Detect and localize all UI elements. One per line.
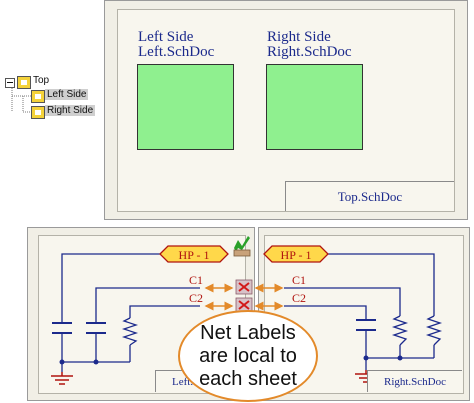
left-block-title: Left Side (138, 29, 194, 45)
right-net-label-c2: C2 (292, 291, 306, 305)
right-port-label: HP - 1 (281, 248, 312, 262)
left-port-label: HP - 1 (179, 248, 210, 262)
callout-line-2: are local to (199, 344, 297, 367)
tree-item-left-side[interactable]: Left Side (45, 89, 89, 100)
tree-item-right-side[interactable]: Right Side (45, 105, 96, 116)
tree-item-top[interactable]: Top (33, 75, 50, 86)
net-labels-callout: Net Labels are local to each sheet (178, 310, 318, 402)
not-connected-icon (235, 279, 253, 295)
left-net-label-c1: C1 (189, 273, 203, 287)
schematic-doc-icon (31, 90, 45, 103)
left-port-hp1[interactable] (159, 245, 229, 263)
left-capacitors (52, 322, 106, 334)
right-titleblock-text: Right.SchDoc (383, 375, 447, 388)
top-titleblock-text: Top.SchDoc (337, 188, 403, 204)
junction-dot (363, 355, 369, 361)
right-block-file: Right.SchDoc (267, 44, 352, 60)
left-sheet-symbol[interactable] (137, 64, 234, 150)
right-port-hp1[interactable] (263, 245, 329, 263)
right-net-label-c1: C1 (292, 273, 306, 287)
left-ground-symbol (51, 372, 73, 385)
schematic-doc-icon (17, 76, 31, 89)
junction-dot (397, 355, 403, 361)
port-connected-icon (233, 236, 251, 257)
right-resistor (425, 315, 443, 346)
project-tree: Top Left Side Right Side (3, 74, 103, 122)
right-block-title: Right Side (267, 29, 331, 45)
right-resistor (391, 315, 409, 346)
callout-line-1: Net Labels (200, 321, 296, 344)
left-block-file: Left.SchDoc (138, 44, 215, 60)
callout-line-3: each sheet (199, 367, 297, 390)
junction-dot (59, 359, 65, 365)
right-sheet-symbol[interactable] (266, 64, 363, 150)
left-resistor (121, 317, 139, 346)
junction-dot (93, 359, 99, 365)
collapse-toggle-icon[interactable] (5, 78, 15, 88)
left-net-label-c2: C2 (189, 291, 203, 305)
right-titleblock: Right.SchDoc (367, 370, 462, 392)
not-connected-icon (235, 297, 253, 313)
schematic-doc-icon (31, 106, 45, 119)
top-titleblock: Top.SchDoc (285, 181, 454, 211)
tree-connectors (11, 84, 31, 113)
right-capacitor (356, 319, 376, 331)
